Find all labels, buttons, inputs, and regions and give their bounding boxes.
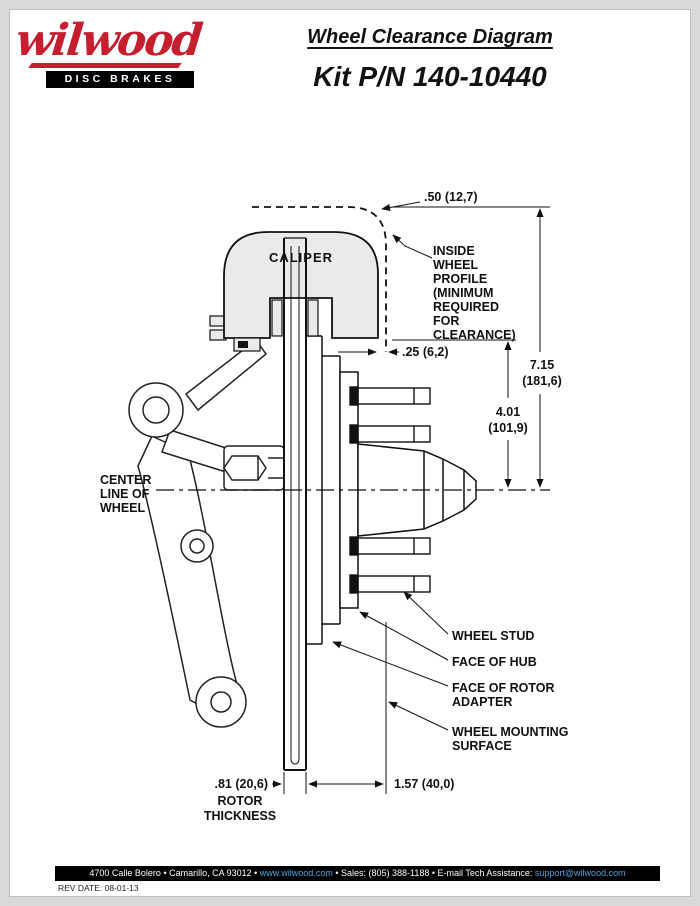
svg-text:FOR: FOR xyxy=(433,314,459,328)
dim-total-radius: 7.15 xyxy=(530,358,554,372)
inside-wheel-profile-label: INSIDE xyxy=(433,244,475,258)
spindle-nut xyxy=(223,455,267,481)
footer-email-link[interactable]: support@wilwood.com xyxy=(534,868,626,878)
rev-date: REV DATE: 08-01-13 xyxy=(58,883,139,893)
svg-text:WHEEL: WHEEL xyxy=(100,501,146,515)
dim-mounting-offset: 1.57 (40,0) xyxy=(394,777,454,791)
centerline-label: CENTER xyxy=(100,473,151,487)
svg-text:SURFACE: SURFACE xyxy=(452,739,512,753)
svg-text:THICKNESS: THICKNESS xyxy=(204,809,276,823)
brake-pad xyxy=(271,299,283,337)
wheel-mounting-surface-label: WHEEL MOUNTING xyxy=(452,725,568,739)
svg-text:(181,6): (181,6) xyxy=(522,374,562,388)
svg-text:(MINIMUM: (MINIMUM xyxy=(433,286,493,300)
svg-text:CLEARANCE): CLEARANCE) xyxy=(433,328,516,342)
mount-bolt xyxy=(238,341,248,348)
dimension-lines xyxy=(272,201,550,794)
caliper-label: CALIPER xyxy=(269,250,333,265)
svg-text:ADAPTER: ADAPTER xyxy=(452,695,512,709)
wheel-studs xyxy=(349,386,431,594)
dim-hub-radius: 4.01 xyxy=(496,405,520,419)
inside-wheel-profile-dashed xyxy=(252,206,387,352)
svg-text:LINE OF: LINE OF xyxy=(100,487,150,501)
dim-lateral-clearance: .25 (6,2) xyxy=(402,345,449,359)
svg-text:(101,9): (101,9) xyxy=(488,421,528,435)
dim-rotor-thickness: .81 (20,6) xyxy=(214,777,268,791)
wheel-stud-label: WHEEL STUD xyxy=(452,629,534,643)
page-title: Wheel Clearance Diagram xyxy=(307,26,553,48)
face-of-rotor-adapter-label: FACE OF ROTOR xyxy=(452,681,555,695)
wilwood-logo: wilwood DISC BRAKES xyxy=(13,15,203,88)
svg-text:PROFILE: PROFILE xyxy=(433,272,487,286)
footer-contact: • Sales: (805) 388-1188 • E-mail Tech As… xyxy=(332,868,535,878)
disc-brakes-bar: DISC BRAKES xyxy=(46,70,194,88)
dim-caliper-clearance: .50 (12,7) xyxy=(424,190,478,204)
brake-pad xyxy=(307,299,319,337)
svg-text:ROTOR: ROTOR xyxy=(218,794,263,808)
caliper-body xyxy=(209,231,379,352)
spindle-knuckle xyxy=(128,338,285,728)
header-titles: Wheel Clearance Diagram Kit P/N 140-1044… xyxy=(230,26,630,93)
kit-number: Kit P/N 140-10440 xyxy=(313,61,547,92)
svg-text:WHEEL: WHEEL xyxy=(433,258,479,272)
svg-text:REQUIRED: REQUIRED xyxy=(433,300,499,314)
footer-bar: 4700 Calle Bolero • Camarillo, CA 93012 … xyxy=(55,866,660,881)
face-of-hub-label: FACE OF HUB xyxy=(452,655,537,669)
footer-address: 4700 Calle Bolero • Camarillo, CA 93012 … xyxy=(89,868,260,878)
footer-website-link[interactable]: www.wilwood.com xyxy=(259,868,333,878)
brake-rotor xyxy=(283,237,307,771)
